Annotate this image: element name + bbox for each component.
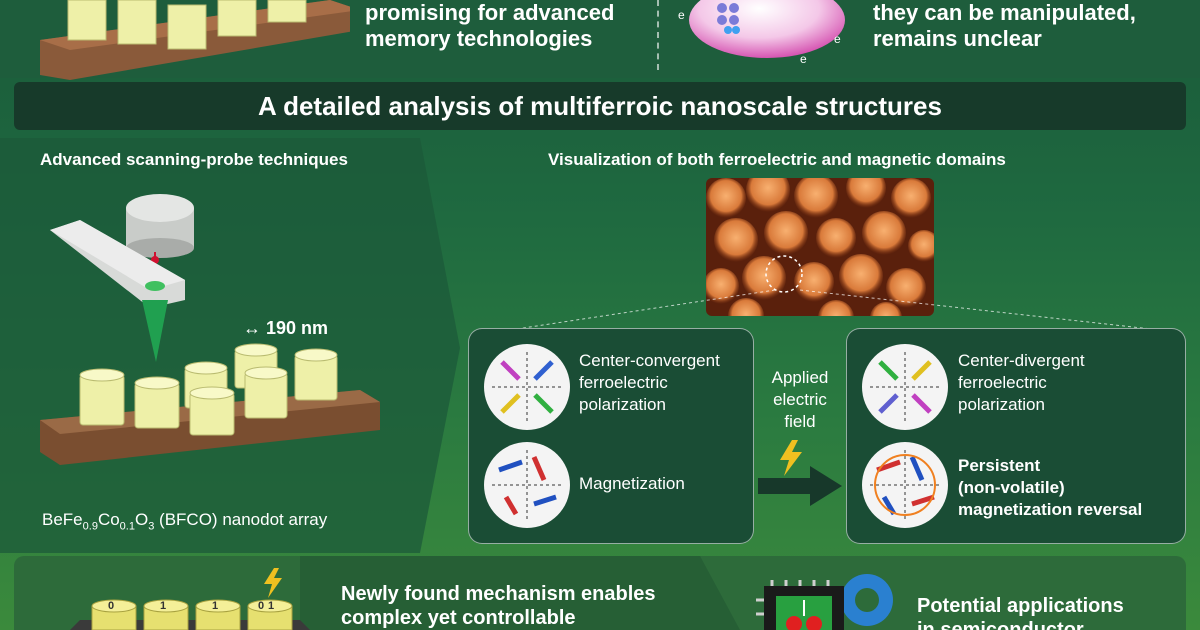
label-line: (non-volatile) xyxy=(958,478,1065,497)
electron-label-1: e xyxy=(678,8,685,22)
caption-part: O xyxy=(134,510,149,529)
field-arrow-icon xyxy=(758,466,842,506)
label-line: ferroelectric xyxy=(958,373,1047,392)
label-line: ferroelectric xyxy=(579,373,668,392)
magnetization-icon xyxy=(484,442,570,528)
top-divider xyxy=(657,0,659,70)
bit-1: 1 xyxy=(160,600,167,612)
top-right-text-line2: remains unclear xyxy=(873,26,1042,51)
scale-label: ↔ 190 nm xyxy=(243,318,329,338)
caption-part: BeFe xyxy=(42,510,83,529)
banner-title: A detailed analysis of multiferroic nano… xyxy=(258,90,942,121)
electron-label-3: e xyxy=(800,52,807,66)
memory-bits-illustration xyxy=(70,568,310,630)
label-line: Center-convergent xyxy=(579,351,720,370)
label-line: electric xyxy=(773,390,827,409)
top-nanodot-array xyxy=(40,0,350,80)
label-line: magnetization reversal xyxy=(958,500,1143,519)
caption-part: (BFCO) nanodot array xyxy=(154,510,328,529)
label-line: polarization xyxy=(958,395,1045,414)
label-line: Center-divergent xyxy=(958,351,1085,370)
label-line: Persistent xyxy=(958,456,1041,475)
applications-line2: in semiconductor xyxy=(917,619,1084,630)
domain-microscopy-image xyxy=(706,178,934,316)
label-line: polarization xyxy=(579,395,666,414)
charge-ellipse-illustration xyxy=(689,0,845,58)
applications-line1: Potential applications xyxy=(917,595,1124,617)
caption-sub: 0.9 xyxy=(82,520,98,533)
reversed-magnetization-icon xyxy=(862,442,948,528)
bit-4: 1 xyxy=(268,600,275,612)
mechanism-line1: Newly found mechanism enables xyxy=(341,583,656,605)
bit-2: 1 xyxy=(212,600,219,612)
top-left-text-line1: promising for advanced xyxy=(365,0,615,25)
bit-3: 0 xyxy=(258,600,265,612)
bit-0: 0 xyxy=(108,600,115,612)
caption-sub: 0.1 xyxy=(119,520,135,533)
title-banner: A detailed analysis of multiferroic nano… xyxy=(14,82,1186,130)
zoom-connector xyxy=(509,289,1161,331)
convergent-polarization-label: Center-convergent ferroelectric polariza… xyxy=(579,350,720,416)
applied-field-label: Applied electric field xyxy=(760,367,840,433)
divergent-polarization-label: Center-divergent ferroelectric polarizat… xyxy=(958,350,1085,416)
caption-sub: 3 xyxy=(148,520,155,533)
right-section-title: Visualization of both ferroelectric and … xyxy=(548,150,1006,169)
bottom-wedge xyxy=(300,556,740,630)
magnetization-label: Magnetization xyxy=(579,474,685,493)
label-line: field xyxy=(784,412,816,431)
left-section-title: Advanced scanning-probe techniques xyxy=(40,150,348,169)
label-line: Applied xyxy=(771,368,829,387)
chip-gear-icon xyxy=(756,574,893,630)
caption-part: Co xyxy=(97,510,120,529)
top-right-text-line1: they can be manipulated, xyxy=(873,0,1136,25)
top-left-text-line2: memory technologies xyxy=(365,26,593,51)
mechanism-line2: complex yet controllable xyxy=(341,607,576,629)
electron-label-2: e xyxy=(834,32,841,46)
nanodot-array xyxy=(79,343,338,436)
divergent-polarization-icon xyxy=(862,344,948,430)
nanodot-caption: BeFe0.9Co0.1O3 (BFCO) nanodot array xyxy=(42,510,327,532)
convergent-polarization-icon xyxy=(484,344,570,430)
magnetization-reversal-label: Persistent (non-volatile) magnetization … xyxy=(958,455,1142,521)
lightning-bolt-icon xyxy=(780,440,802,476)
